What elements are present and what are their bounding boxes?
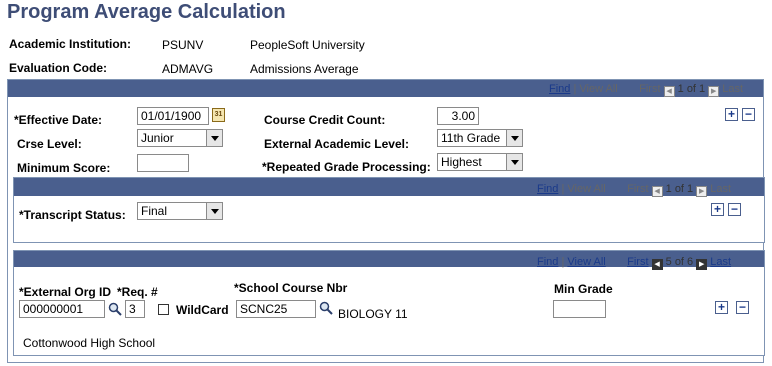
crse-level-select[interactable]: Junior — [137, 129, 223, 147]
delete-row-button[interactable]: − — [736, 301, 749, 314]
add-row-button[interactable]: + — [725, 108, 738, 121]
transcript-status-label: *Transcript Status: — [19, 208, 126, 222]
last-link[interactable]: Last — [710, 256, 732, 268]
previous-arrow-icon[interactable]: ◀ — [651, 259, 663, 270]
first-label: First — [639, 83, 661, 95]
delete-row-button[interactable]: − — [742, 108, 755, 121]
transcript-status-value: Final — [141, 204, 168, 218]
evaluation-code: ADMAVG — [162, 62, 214, 76]
crse-level-value: Junior — [141, 131, 174, 145]
nav-separator: | — [561, 256, 565, 268]
frame-header-bar — [8, 80, 763, 97]
repeated-grade-processing-value: Highest — [441, 155, 482, 169]
delete-row-button[interactable]: − — [728, 203, 741, 216]
chevron-down-icon — [206, 203, 222, 219]
next-arrow-icon: ▶ — [696, 186, 708, 197]
view-all-link[interactable]: View All — [567, 183, 606, 195]
view-all-link[interactable]: View All — [567, 256, 606, 268]
course-header-bar — [14, 251, 764, 267]
minimum-score-input[interactable] — [137, 154, 189, 172]
previous-arrow-icon: ◀ — [663, 86, 675, 97]
nav-separator: | — [561, 183, 565, 195]
transcript-status-select[interactable]: Final — [137, 202, 223, 220]
search-icon[interactable] — [319, 301, 333, 315]
req-number-input[interactable]: 3 — [125, 300, 145, 318]
external-academic-level-label: External Academic Level: — [264, 137, 409, 151]
search-icon[interactable] — [108, 302, 122, 316]
row-count: 1 of 1 — [677, 83, 706, 95]
first-link[interactable]: First — [627, 256, 649, 268]
external-academic-level-select[interactable]: 11th Grade — [437, 129, 523, 147]
repeated-grade-processing-label: *Repeated Grade Processing: — [262, 160, 431, 174]
transcript-nav: Find | View All First ◀ 1 of 1 ▶ Last — [537, 183, 731, 197]
view-all-link[interactable]: View All — [579, 83, 618, 95]
institution-name: PeopleSoft University — [250, 38, 365, 52]
last-label: Last — [722, 83, 744, 95]
row-count: 1 of 1 — [665, 183, 694, 195]
calendar-icon[interactable]: 31 — [212, 108, 225, 122]
external-org-id-label: *External Org ID — [19, 285, 112, 299]
transcript-header-bar — [14, 178, 764, 196]
first-label: First — [627, 183, 649, 195]
find-link[interactable]: Find — [549, 83, 571, 95]
wildcard-label: WildCard — [176, 303, 229, 317]
page-title: Program Average Calculation — [7, 1, 286, 23]
chevron-down-icon — [506, 154, 522, 170]
outer-nav: Find | View All First ◀ 1 of 1 ▶ Last — [549, 83, 743, 97]
min-grade-input[interactable] — [553, 300, 606, 318]
effective-date-input[interactable]: 01/01/1900 — [137, 107, 209, 125]
find-link[interactable]: Find — [537, 183, 559, 195]
min-grade-label: Min Grade — [554, 282, 613, 296]
school-course-nbr-label: *School Course Nbr — [234, 281, 348, 295]
external-org-id-input[interactable]: 000000001 — [19, 300, 105, 318]
course-credit-count-input[interactable]: 3.00 — [437, 107, 479, 125]
chevron-down-icon — [206, 130, 222, 146]
add-row-button[interactable]: + — [711, 203, 724, 216]
previous-arrow-icon: ◀ — [651, 186, 663, 197]
minimum-score-label: Minimum Score: — [17, 161, 111, 175]
nav-separator: | — [573, 83, 577, 95]
evaluation-code-label: Evaluation Code: — [9, 61, 108, 75]
course-credit-count-label: Course Credit Count: — [264, 113, 386, 127]
school-course-nbr-input[interactable]: SCNC25 — [236, 300, 316, 318]
add-row-button[interactable]: + — [715, 301, 728, 314]
req-number-label: *Req. # — [117, 285, 158, 299]
repeated-grade-processing-select[interactable]: Highest — [437, 153, 523, 171]
course-description: BIOLOGY 11 — [338, 307, 408, 321]
institution-label: Academic Institution: — [9, 37, 132, 51]
next-arrow-icon: ▶ — [708, 86, 720, 97]
external-academic-level-value: 11th Grade — [441, 131, 501, 145]
evaluation-name: Admissions Average — [250, 62, 359, 76]
find-link[interactable]: Find — [537, 256, 559, 268]
next-arrow-icon[interactable]: ▶ — [696, 259, 708, 270]
row-count: 5 of 6 — [665, 256, 694, 268]
chevron-down-icon — [506, 130, 522, 146]
wildcard-checkbox[interactable] — [158, 304, 169, 315]
course-nav: Find | View All First ◀ 5 of 6 ▶ Last — [537, 256, 731, 270]
organization-name: Cottonwood High School — [23, 336, 156, 350]
last-label: Last — [710, 183, 732, 195]
institution-code: PSUNV — [162, 38, 204, 52]
crse-level-label: Crse Level: — [17, 137, 82, 151]
effective-date-label: *Effective Date: — [14, 113, 103, 127]
